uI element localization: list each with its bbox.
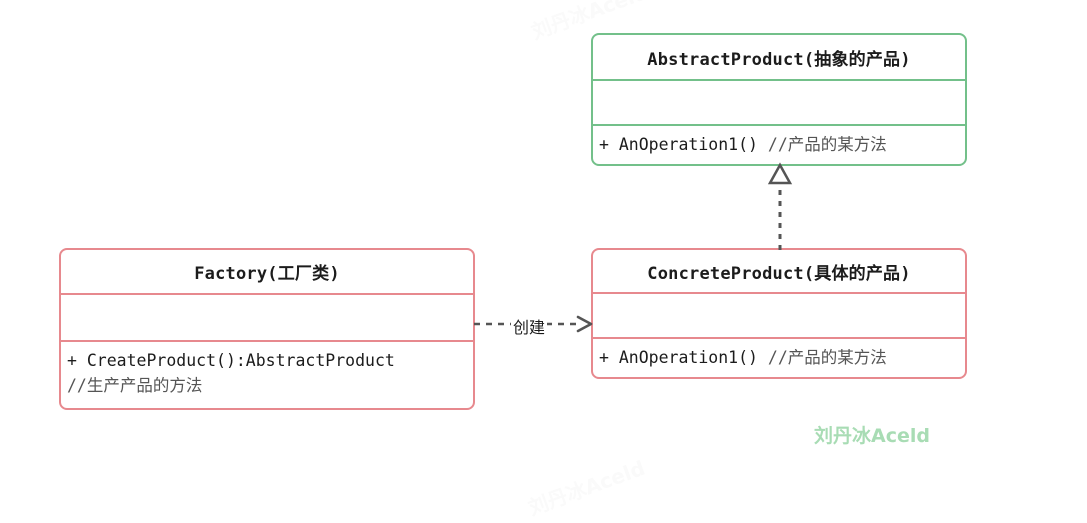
class-box-factory[interactable]: Factory(工厂类) + CreateProduct():AbstractP…	[59, 248, 475, 410]
method-row: //生产产品的方法	[67, 373, 473, 398]
method-comment: //生产产品的方法	[67, 376, 203, 395]
author-watermark: 刘丹冰Aceld	[814, 425, 930, 447]
method-signature: + AnOperation1()	[599, 135, 758, 154]
open-arrowhead	[576, 315, 593, 333]
relation-label-create: 创建	[511, 314, 548, 338]
background-watermark-bottom: 刘丹冰Aceld	[525, 455, 649, 521]
hollow-triangle-arrowhead	[767, 162, 793, 185]
class-attributes-abstract-product	[593, 81, 965, 126]
method-comment: //产品的某方法	[767, 348, 887, 367]
class-methods-abstract-product: + AnOperation1() //产品的某方法	[593, 126, 965, 164]
class-title-abstract-product: AbstractProduct(抽象的产品)	[593, 35, 965, 81]
method-signature: + CreateProduct():AbstractProduct	[67, 351, 395, 370]
method-row: + CreateProduct():AbstractProduct	[67, 348, 473, 373]
class-attributes-factory	[61, 295, 473, 342]
class-attributes-concrete-product	[593, 294, 965, 339]
class-title-concrete-product: ConcreteProduct(具体的产品)	[593, 250, 965, 294]
method-comment: //产品的某方法	[767, 135, 887, 154]
method-row: + AnOperation1() //产品的某方法	[599, 132, 965, 157]
method-signature: + AnOperation1()	[599, 348, 758, 367]
class-box-abstract-product[interactable]: AbstractProduct(抽象的产品) + AnOperation1() …	[591, 33, 967, 166]
class-title-factory: Factory(工厂类)	[61, 250, 473, 295]
class-box-concrete-product[interactable]: ConcreteProduct(具体的产品) + AnOperation1() …	[591, 248, 967, 379]
class-methods-concrete-product: + AnOperation1() //产品的某方法	[593, 339, 965, 377]
realization-connector	[767, 162, 793, 250]
class-methods-factory: + CreateProduct():AbstractProduct //生产产品…	[61, 342, 473, 408]
method-row: + AnOperation1() //产品的某方法	[599, 345, 965, 370]
